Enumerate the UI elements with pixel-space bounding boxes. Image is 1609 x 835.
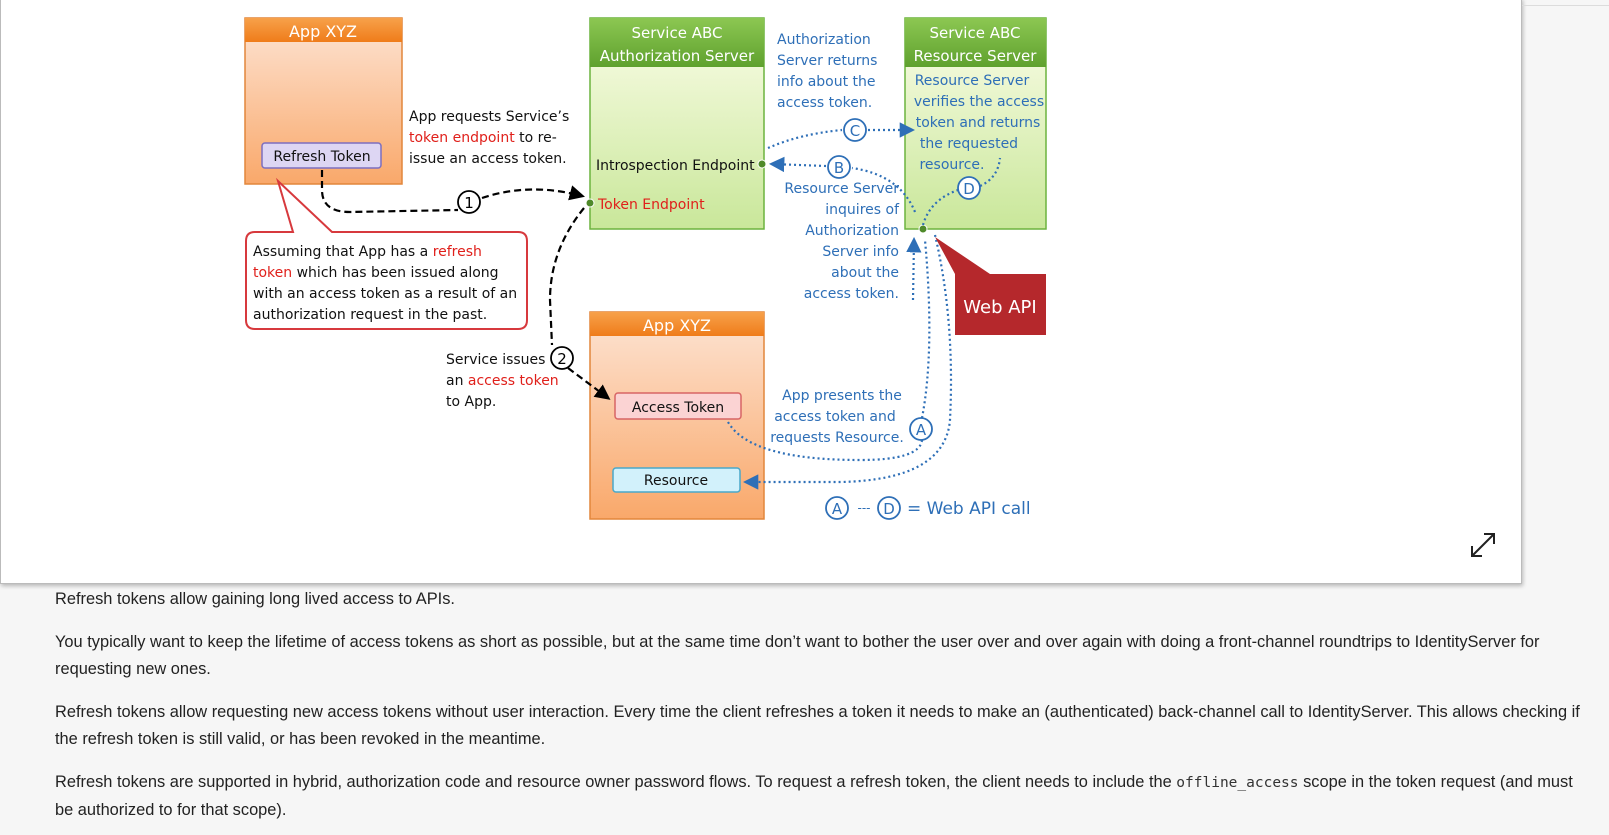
auth-server-title-1: Service ABC bbox=[632, 24, 723, 42]
app-presents-note: App presents the access token and reques… bbox=[770, 388, 904, 446]
token-endpoint-label: Token Endpoint bbox=[597, 197, 705, 213]
rs-desc-line: verifies the access bbox=[914, 94, 1044, 110]
auth-returns-line: Server returns bbox=[777, 53, 877, 69]
callout-text: authorization request in the past. bbox=[253, 307, 487, 323]
rs-desc-line: the requested bbox=[920, 136, 1018, 152]
step1-highlight: token endpoint bbox=[409, 130, 515, 146]
legend-sep: --- bbox=[858, 501, 871, 515]
auth-returns-note: Authorization Server returns info about … bbox=[777, 32, 877, 111]
app-presents-line: App presents the bbox=[782, 388, 902, 404]
inline-code: offline_access bbox=[1176, 775, 1299, 791]
auth-server-title-2: Authorization Server bbox=[600, 47, 755, 65]
badge-d-label: D bbox=[963, 180, 975, 198]
badge-d: D bbox=[957, 176, 981, 200]
callout-text: which has been issued along bbox=[292, 265, 498, 281]
step2-text: an bbox=[446, 373, 468, 389]
callout-text: Assuming that App has a bbox=[253, 244, 433, 260]
step1-text: App requests Service’s bbox=[409, 109, 569, 125]
web-api-legend: A --- D = Web API call bbox=[825, 496, 1031, 520]
callout-highlight: token bbox=[253, 265, 292, 281]
web-api-label: Web API bbox=[963, 297, 1036, 318]
badge-b: B bbox=[827, 155, 851, 179]
step2-text: Service issues bbox=[446, 352, 545, 368]
app-bottom-title: App XYZ bbox=[643, 316, 711, 335]
badge-a: A bbox=[909, 417, 933, 441]
step1-text: issue an access token. bbox=[409, 151, 567, 167]
step-2: 2 Service issues an access token to App. bbox=[446, 207, 611, 410]
paragraph-text: Refresh tokens are supported in hybrid, … bbox=[55, 773, 1177, 791]
rs-inquires-line: Server info bbox=[822, 244, 899, 260]
web-api-callout: Web API bbox=[935, 237, 1046, 335]
step1-number: 1 bbox=[464, 194, 474, 212]
refresh-token-callout: Assuming that App has a refresh token wh… bbox=[245, 177, 528, 330]
resource-server-box: Service ABC Resource Server Resource Ser… bbox=[904, 17, 1047, 234]
svg-text:token endpoint to re-: token endpoint to re- bbox=[409, 130, 557, 146]
step2-number: 2 bbox=[557, 350, 567, 368]
rs-desc-line: Resource Server bbox=[915, 73, 1030, 89]
article-body: Refresh tokens allow gaining long lived … bbox=[55, 586, 1595, 824]
rs-inquires-line: access token. bbox=[804, 286, 899, 302]
paragraph: You typically want to keep the lifetime … bbox=[55, 633, 1540, 678]
step2-text: to App. bbox=[446, 394, 496, 410]
svg-text:token which has been issued al: token which has been issued along bbox=[253, 265, 499, 281]
badge-b-label: B bbox=[834, 159, 844, 177]
rs-desc-line: token and returns bbox=[916, 115, 1041, 131]
svg-text:an access token: an access token bbox=[446, 373, 559, 389]
callout-text: with an access token as a result of an bbox=[253, 286, 517, 302]
rs-inquires-line: inquires of bbox=[825, 202, 900, 218]
legend-a: A bbox=[832, 500, 843, 518]
callout-highlight: refresh bbox=[433, 244, 482, 260]
svg-text:Assuming that App has a refres: Assuming that App has a refresh bbox=[253, 244, 482, 260]
app-top-title: App XYZ bbox=[289, 22, 357, 41]
refresh-token-label: Refresh Token bbox=[273, 149, 370, 165]
app-presents-line: access token and bbox=[774, 409, 896, 425]
badge-c: C bbox=[843, 118, 867, 142]
badge-c-label: C bbox=[850, 122, 860, 140]
step1-text: to re- bbox=[515, 130, 557, 146]
app-presents-line: requests Resource. bbox=[770, 430, 904, 446]
rs-inquires-note: Resource Server inquires of Authorizatio… bbox=[784, 181, 900, 302]
paragraph: Refresh tokens are supported in hybrid, … bbox=[55, 769, 1595, 824]
expand-diagonal-icon[interactable] bbox=[1466, 528, 1500, 562]
paragraph-text: scope in the token request (and must be … bbox=[55, 773, 1573, 819]
legend-text: = Web API call bbox=[907, 499, 1031, 519]
app-top-box: App XYZ Refresh Token bbox=[244, 17, 403, 185]
rs-inquires-line: Authorization bbox=[805, 223, 899, 239]
auth-server-box: Service ABC Authorization Server Introsp… bbox=[585, 17, 767, 230]
badge-a-label: A bbox=[916, 421, 927, 439]
rs-inquires-line: Resource Server bbox=[784, 181, 899, 197]
paragraph: Refresh tokens allow gaining long lived … bbox=[55, 590, 455, 608]
rs-desc-line: resource. bbox=[919, 157, 984, 173]
oauth-refresh-token-diagram: App XYZ Refresh Token Service ABC Author… bbox=[244, 17, 1047, 520]
resource-label: Resource bbox=[644, 473, 708, 489]
legend-d: D bbox=[883, 500, 895, 518]
paragraph: Refresh tokens allow requesting new acce… bbox=[55, 703, 1580, 748]
web-api-flows bbox=[727, 122, 1002, 490]
auth-returns-line: access token. bbox=[777, 95, 872, 111]
divider bbox=[1522, 5, 1609, 6]
access-token-label: Access Token bbox=[632, 400, 724, 416]
auth-returns-line: info about the bbox=[777, 74, 876, 90]
resource-server-title-2: Resource Server bbox=[914, 47, 1038, 65]
step2-highlight: access token bbox=[468, 373, 559, 389]
resource-server-title-1: Service ABC bbox=[930, 24, 1021, 42]
app-bottom-box: App XYZ Access Token Resource bbox=[589, 311, 765, 520]
step-1: App requests Service’s token endpoint to… bbox=[320, 109, 585, 214]
auth-returns-line: Authorization bbox=[777, 32, 871, 48]
rs-inquires-line: about the bbox=[831, 265, 899, 281]
introspection-endpoint-label: Introspection Endpoint bbox=[596, 158, 755, 174]
